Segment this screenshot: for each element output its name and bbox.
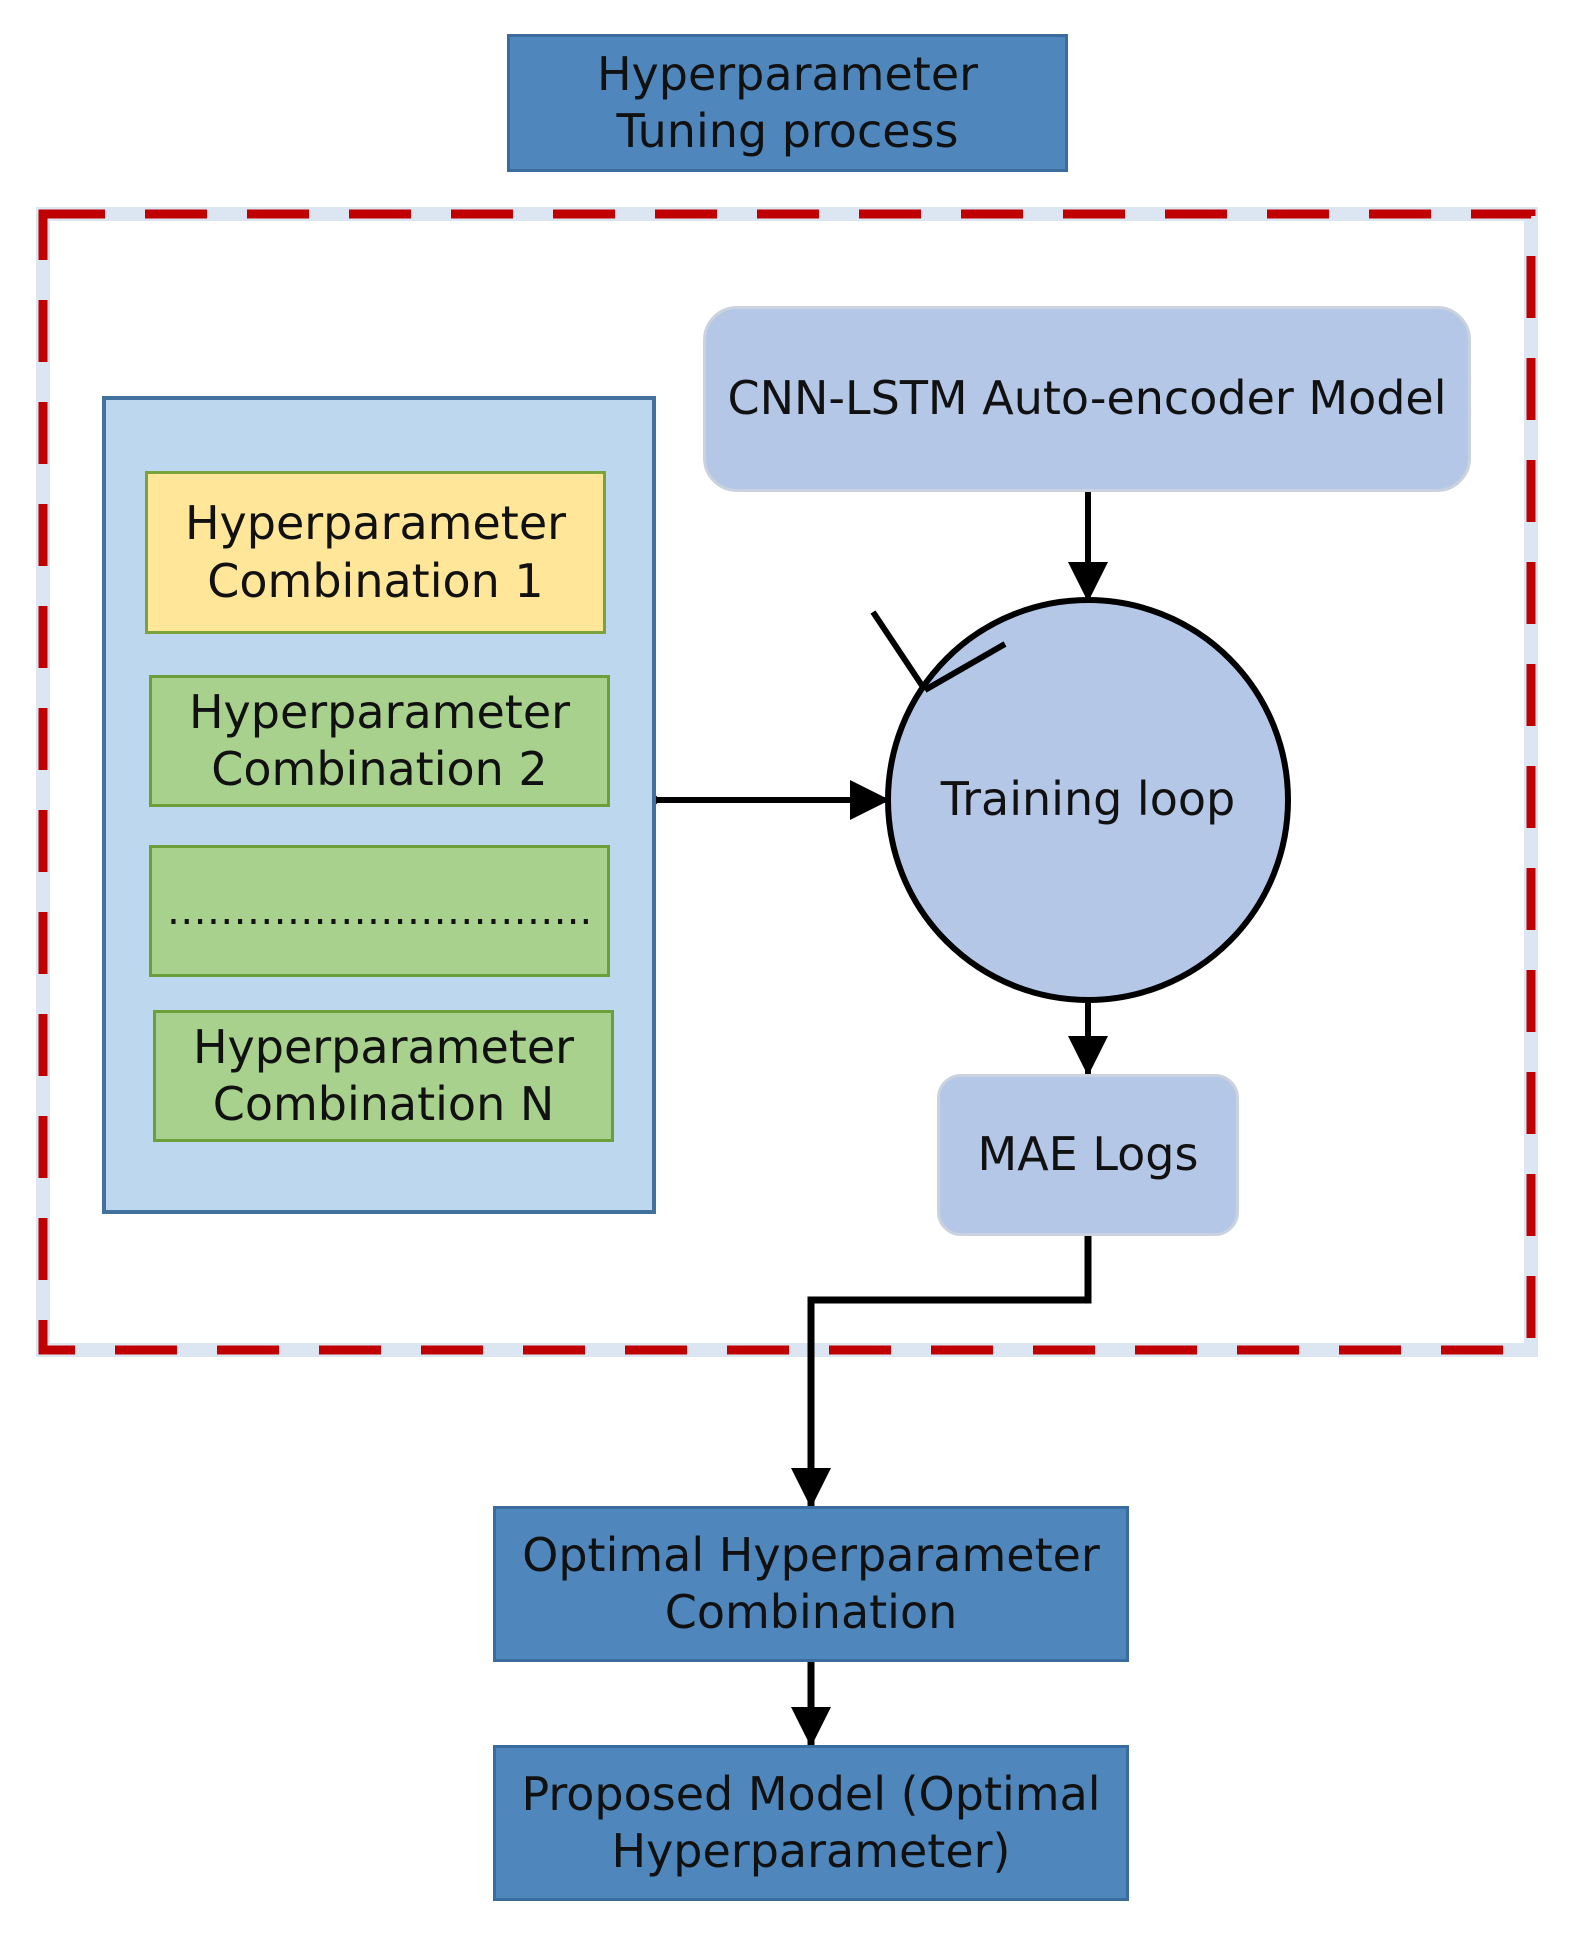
combination-ellipsis: ………………………….. bbox=[166, 888, 593, 934]
arrow-logs-to-optimal bbox=[791, 1228, 1092, 1508]
combination-label: Hyperparameter Combination 2 bbox=[188, 684, 571, 797]
proposed-model-label: Proposed Model (Optimal Hyperparameter) bbox=[521, 1766, 1101, 1879]
combination-label: Hyperparameter Combination N bbox=[192, 1019, 575, 1132]
combination-1-box: Hyperparameter Combination 1 bbox=[145, 471, 606, 634]
combination-n-box: Hyperparameter Combination N bbox=[153, 1010, 614, 1142]
optimal-combination-label: Optimal Hyperparameter Combination bbox=[522, 1527, 1100, 1640]
training-loop-label: Training loop bbox=[940, 772, 1236, 827]
training-loop-label-wrap: Training loop bbox=[888, 600, 1288, 1000]
loop-indicator-tick bbox=[923, 641, 1007, 693]
tuning-dashed-frame bbox=[38, 209, 1536, 1355]
optimal-combination-box: Optimal Hyperparameter Combination bbox=[493, 1506, 1129, 1662]
header-title: Hyperparameter Tuning process bbox=[596, 46, 979, 159]
mae-logs-box: MAE Logs bbox=[937, 1074, 1239, 1236]
combination-label: Hyperparameter Combination 1 bbox=[184, 496, 567, 608]
loop-indicator-tick bbox=[870, 610, 928, 692]
cnn-lstm-model-label: CNN-LSTM Auto-encoder Model bbox=[727, 371, 1447, 426]
combination-ellipsis-box: ………………………….. bbox=[149, 845, 610, 977]
proposed-model-box: Proposed Model (Optimal Hyperparameter) bbox=[493, 1745, 1129, 1901]
mae-logs-label: MAE Logs bbox=[977, 1127, 1199, 1182]
header-title-box: Hyperparameter Tuning process bbox=[507, 34, 1068, 172]
cnn-lstm-model-box: CNN-LSTM Auto-encoder Model bbox=[703, 306, 1471, 492]
training-loop-circle bbox=[885, 597, 1291, 1003]
combination-2-box: Hyperparameter Combination 2 bbox=[149, 675, 610, 807]
